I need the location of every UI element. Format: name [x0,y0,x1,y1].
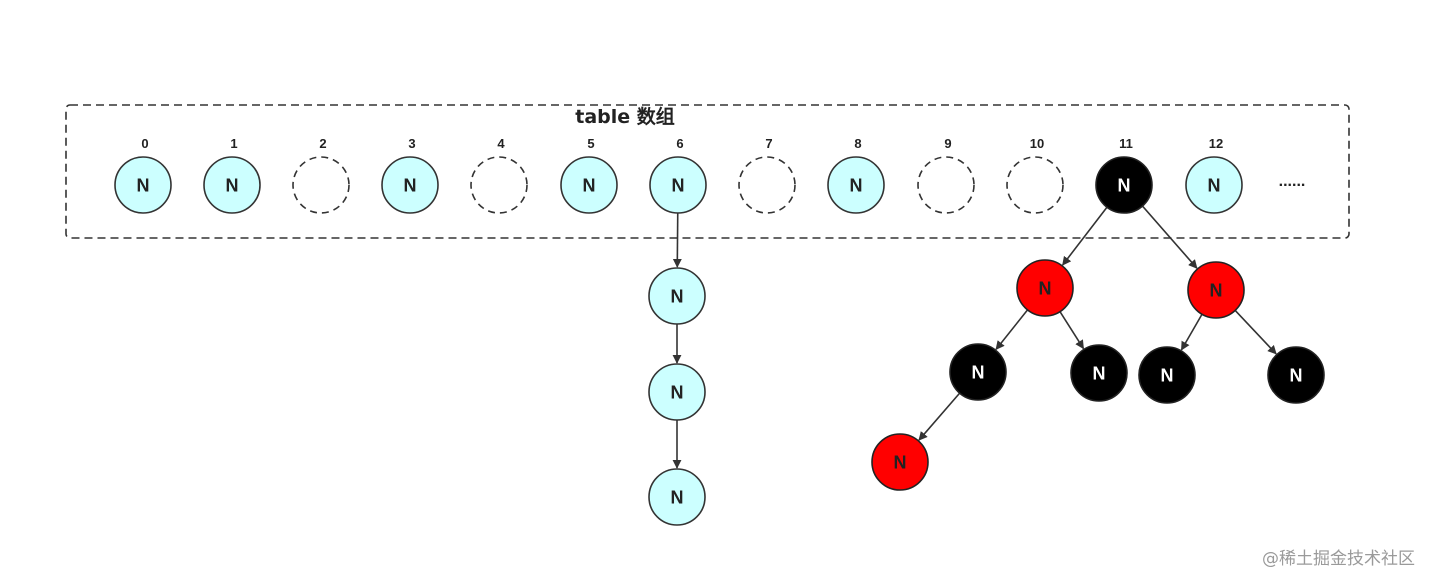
node-label: N [972,363,985,383]
node-label: N [1210,281,1223,301]
node-label: N [404,176,417,196]
table-slot-12: N 12 [1185,136,1243,214]
node-circle [1187,261,1245,319]
node-label: N [137,176,150,196]
edge-arrow [1059,311,1085,350]
node-circle [1016,259,1074,317]
table-slot-10: 10 [1006,136,1064,214]
tree-node-red: N [1187,261,1245,319]
tree-node-black: N [1138,346,1196,404]
slot-index-label: 11 [1119,136,1133,151]
node-label: N [894,453,907,473]
node-label: N [671,383,684,403]
slot-index-label: 1 [230,136,237,151]
node-circle [1070,344,1128,402]
node-circle [917,156,975,214]
slot-index-label: 3 [408,136,415,151]
node-circle [1006,156,1064,214]
node-label: N [850,176,863,196]
slot-index-label: 0 [141,136,148,151]
edge-arrow [1062,206,1108,266]
node-circle [292,156,350,214]
slot-index-label: 4 [497,136,505,151]
tree-node-red: N [1016,259,1074,317]
node-label: N [1093,364,1106,384]
list-node: N [648,468,706,526]
node-circle [1267,346,1325,404]
slot-index-label: 6 [676,136,683,151]
edge-arrow [995,309,1029,351]
node-label: N [1161,366,1174,386]
node-label: N [672,176,685,196]
linked-list: N N N [648,267,706,526]
node-label: N [671,488,684,508]
node-circle [1185,156,1243,214]
table-slot-2: 2 [292,136,350,214]
node-circle [827,156,885,214]
node-circle [381,156,439,214]
edges-layer [672,205,1277,469]
node-circle [114,156,172,214]
table-slot-7: 7 [738,136,796,214]
node-circle [470,156,528,214]
edge-arrow [1141,205,1198,269]
table-slot-5: N5 [560,136,618,214]
tree-node-red: N [871,433,929,491]
node-label: N [1118,176,1131,196]
table-slot-1: N1 [203,136,261,214]
node-label: N [1208,176,1221,196]
node-label: N [226,176,239,196]
edge-arrow [1180,313,1203,351]
node-circle [648,468,706,526]
node-circle [1095,156,1153,214]
slot-index-label: 12 [1209,136,1223,151]
node-circle [949,343,1007,401]
watermark-text: @稀土掘金技术社区 [1262,549,1415,569]
node-circle [203,156,261,214]
node-circle [648,267,706,325]
table-slot-0: N0 [114,136,172,214]
list-node: N [648,363,706,421]
slot-index-label: 10 [1030,136,1044,151]
slot-index-label: 8 [854,136,861,151]
table-slot-8: N8 [827,136,885,214]
red-black-tree: N N N N N N N [871,259,1325,491]
slot-index-label: 5 [587,136,594,151]
node-label: N [1039,279,1052,299]
tree-node-black: N [949,343,1007,401]
node-circle [560,156,618,214]
table-slot-3: N3 [381,136,439,214]
node-circle [648,363,706,421]
node-circle [871,433,929,491]
slot-index-label: 9 [944,136,951,151]
slot-index-label: 7 [765,136,772,151]
tree-node-black: N [1070,344,1128,402]
table-slot-11: N 11 [1095,136,1153,214]
table-slot-6: N6 [649,136,707,214]
table-slot-4: 4 [470,136,528,214]
node-label: N [583,176,596,196]
tree-node-black: N [1267,346,1325,404]
slot-index-label: 2 [319,136,326,151]
table-array-title: table 数组 [575,105,675,128]
node-label: N [1290,366,1303,386]
node-label: N [671,287,684,307]
node-circle [649,156,707,214]
edge-arrow [918,392,961,441]
node-circle [1138,346,1196,404]
table-slot-9: 9 [917,136,975,214]
table-array-frame [65,104,1350,239]
list-node: N [648,267,706,325]
node-circle [738,156,796,214]
more-slots-ellipsis: ...... [1279,173,1306,190]
edge-arrow [1234,309,1277,355]
